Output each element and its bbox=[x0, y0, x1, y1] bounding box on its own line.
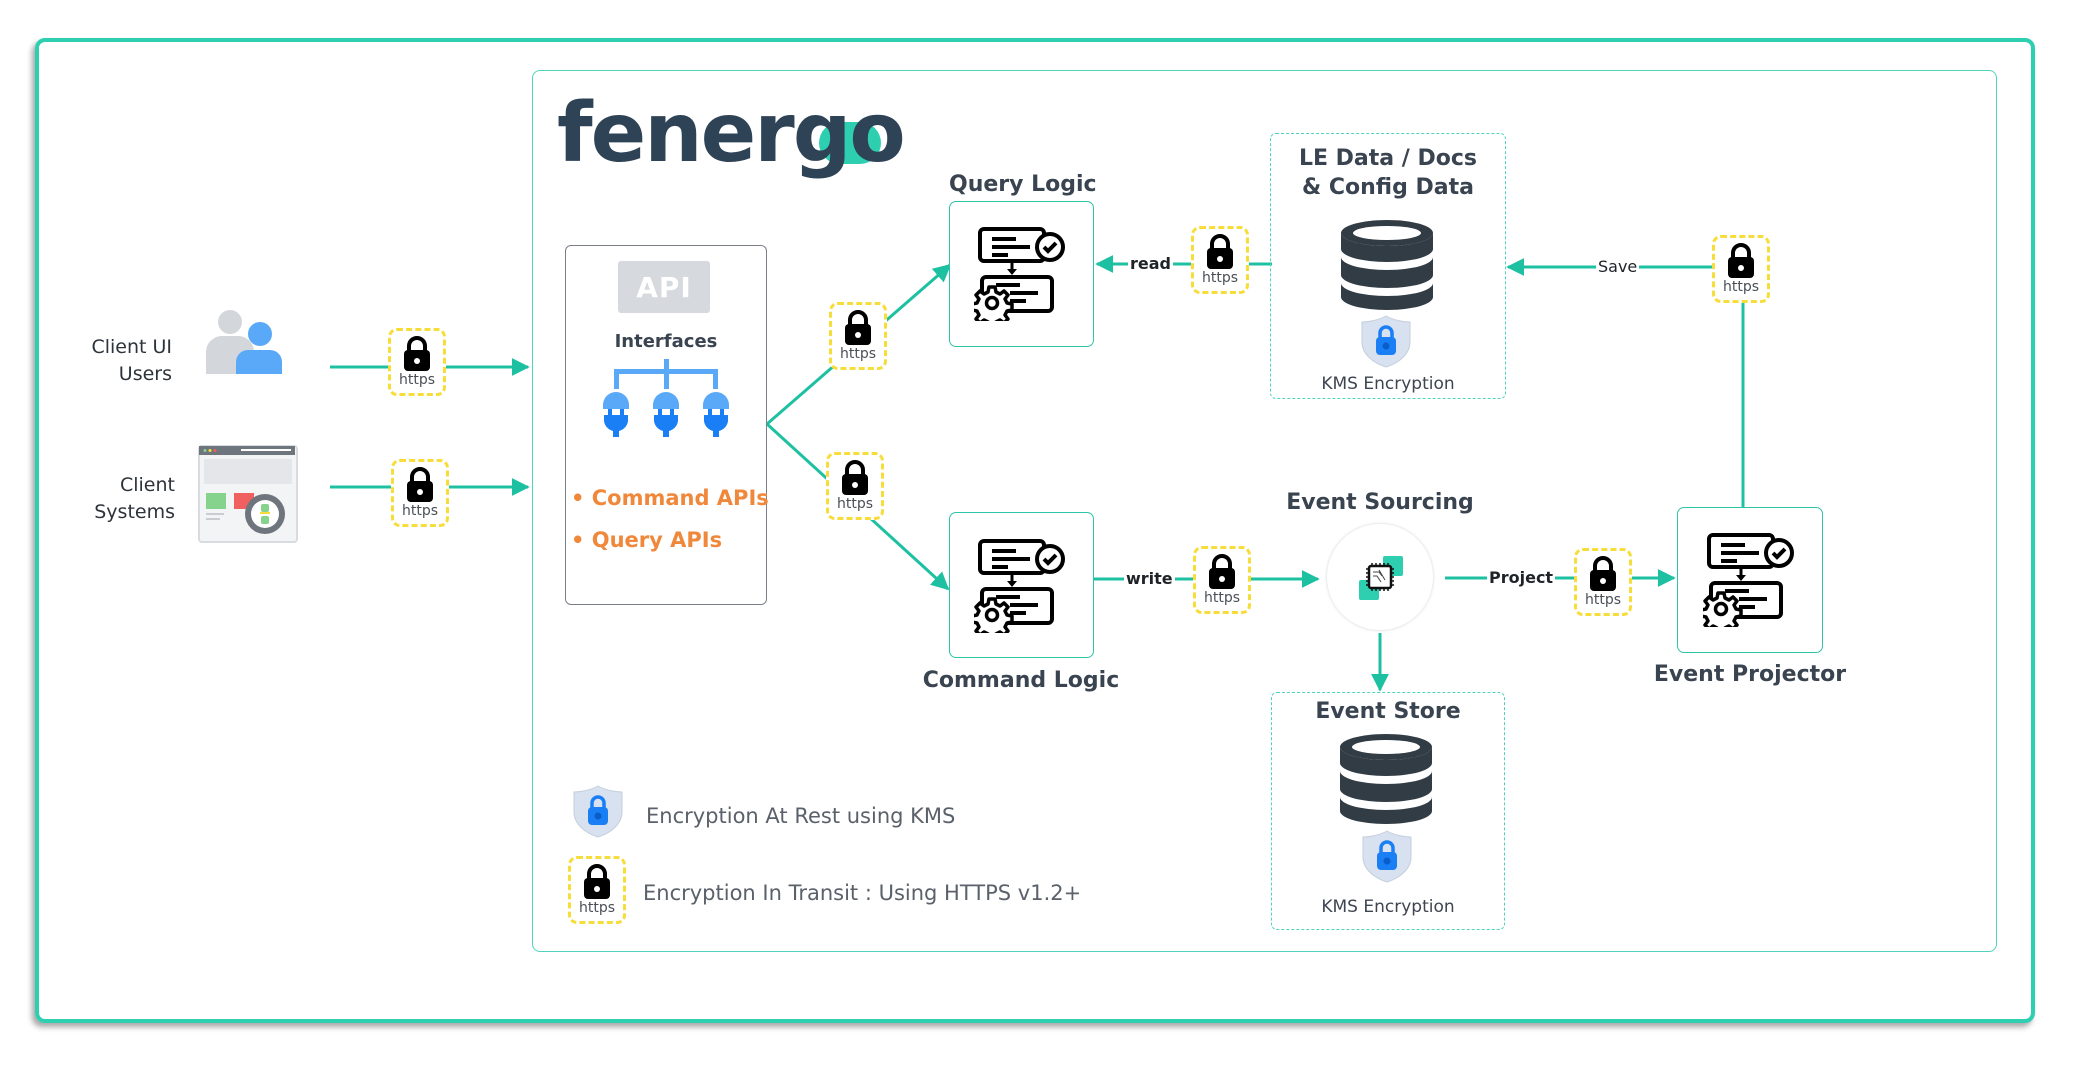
query-apis-item: • Query APIs bbox=[571, 528, 723, 552]
process-icon bbox=[974, 537, 1070, 633]
label-line: Client bbox=[119, 474, 175, 496]
logo-toggle-mark bbox=[819, 122, 881, 164]
label-line: Client UI bbox=[91, 336, 172, 358]
legend-encryption-in-transit: Encryption In Transit : Using HTTPS v1.2… bbox=[643, 881, 1082, 905]
query-logic-node bbox=[949, 201, 1094, 347]
title-line: & Config Data bbox=[1302, 175, 1474, 200]
https-label: https bbox=[1584, 592, 1622, 608]
read-edge-label: read bbox=[1128, 254, 1173, 273]
https-label: https bbox=[1203, 590, 1241, 606]
lock-icon bbox=[1207, 554, 1237, 590]
api-badge: API bbox=[618, 261, 710, 313]
diagram-frame bbox=[35, 38, 2035, 1023]
command-apis-item: • Command APIs bbox=[571, 486, 769, 510]
event-sourcing-node bbox=[1327, 524, 1433, 630]
query-logic-title: Query Logic bbox=[949, 172, 1097, 197]
label-line: Users bbox=[118, 363, 172, 385]
lock-icon bbox=[402, 336, 432, 372]
event-store: Event Store KMS Encryption bbox=[1271, 692, 1505, 930]
interfaces-title: Interfaces bbox=[614, 331, 718, 352]
event-projector-node bbox=[1677, 507, 1823, 653]
api-interfaces-box: API Interfaces • Command APIs • Query AP… bbox=[565, 245, 769, 605]
le-data-store: LE Data / Docs & Config Data KMS Encrypt… bbox=[1270, 133, 1506, 399]
https-badge-client-systems: https bbox=[391, 459, 449, 527]
users-icon bbox=[206, 310, 282, 374]
https-badge-read: https bbox=[1191, 226, 1249, 294]
kms-encryption-label: KMS Encryption bbox=[1321, 897, 1455, 917]
event-store-title: Event Store bbox=[1315, 699, 1461, 724]
https-label: https bbox=[578, 900, 616, 916]
plug-interfaces-icon bbox=[603, 359, 729, 437]
kms-encryption-label: KMS Encryption bbox=[1321, 374, 1455, 394]
kms-shield-icon bbox=[1360, 829, 1414, 883]
https-lock-icon: https bbox=[568, 856, 626, 924]
client-system-icon bbox=[198, 445, 298, 543]
lock-icon bbox=[840, 460, 870, 496]
event-chip-icon bbox=[1359, 556, 1403, 600]
lock-icon bbox=[405, 467, 435, 503]
lock-icon bbox=[582, 864, 612, 900]
api-badge-text: API bbox=[636, 270, 692, 304]
command-logic-node bbox=[949, 512, 1094, 658]
legend-encryption-at-rest: Encryption At Rest using KMS bbox=[646, 804, 956, 828]
https-badge-client-ui: https bbox=[388, 328, 446, 396]
kms-shield-icon bbox=[571, 784, 625, 838]
https-badge-query: https bbox=[829, 302, 887, 370]
command-logic-title: Command Logic bbox=[922, 668, 1120, 693]
le-data-title: LE Data / Docs & Config Data bbox=[1271, 144, 1505, 202]
https-badge-write: https bbox=[1193, 546, 1251, 614]
logo-text: fenergo bbox=[557, 86, 906, 181]
lock-icon bbox=[1205, 234, 1235, 270]
https-label: https bbox=[836, 496, 874, 512]
https-badge-save: https bbox=[1712, 235, 1770, 303]
database-icon bbox=[1339, 219, 1435, 311]
lock-icon bbox=[843, 310, 873, 346]
https-label: https bbox=[398, 372, 436, 388]
process-icon bbox=[1703, 531, 1799, 627]
https-label: https bbox=[1722, 279, 1760, 295]
project-edge-label: Project bbox=[1487, 568, 1556, 587]
event-sourcing-title: Event Sourcing bbox=[1286, 490, 1474, 515]
https-label: https bbox=[1201, 270, 1239, 286]
client-systems-label: Client Systems bbox=[60, 472, 175, 526]
https-badge-project: https bbox=[1574, 548, 1632, 616]
process-icon bbox=[974, 225, 1070, 321]
lock-icon bbox=[1588, 556, 1618, 592]
kms-shield-icon bbox=[1359, 314, 1413, 368]
https-label: https bbox=[401, 503, 439, 519]
lock-icon bbox=[1726, 243, 1756, 279]
https-badge-command: https bbox=[826, 452, 884, 520]
fenergo-logo: fenergo bbox=[557, 86, 906, 182]
write-edge-label: write bbox=[1124, 569, 1175, 588]
fenergo-platform-boundary bbox=[532, 70, 1997, 952]
label-line: Systems bbox=[94, 501, 175, 523]
client-ui-users-label: Client UI Users bbox=[60, 334, 172, 388]
https-label: https bbox=[839, 346, 877, 362]
database-icon bbox=[1338, 733, 1434, 825]
event-projector-title: Event Projector bbox=[1653, 662, 1847, 687]
save-edge-label: Save bbox=[1596, 257, 1640, 276]
title-line: LE Data / Docs bbox=[1298, 146, 1478, 171]
